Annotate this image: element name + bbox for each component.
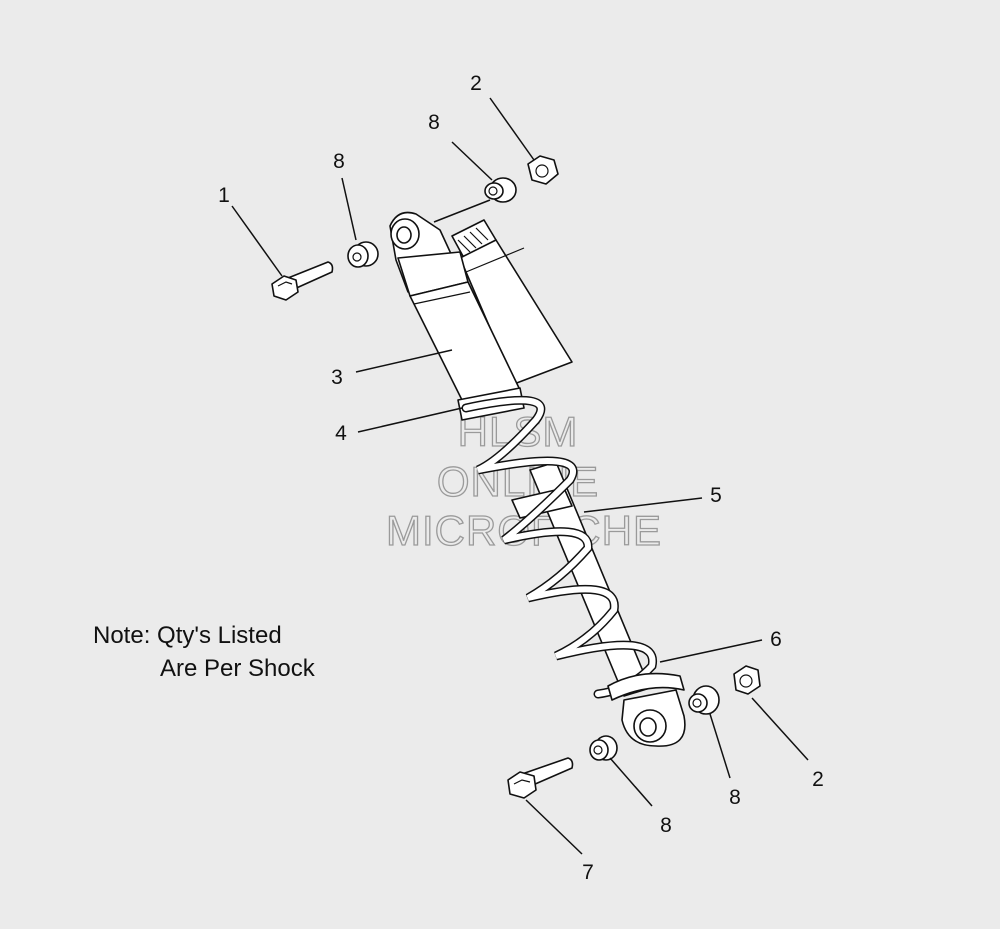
callout-8-top-left[interactable]: 8 [333,150,345,173]
bottom-left-spacer-part[interactable] [589,735,618,761]
callout-8-top-right[interactable]: 8 [428,111,440,134]
callout-2-top[interactable]: 2 [470,72,482,95]
quantity-note: Note: Qty's Listed Are Per Shock [93,622,316,682]
top-right-spacer-part[interactable] [484,177,517,203]
callout-1[interactable]: 1 [218,184,230,207]
top-nut-part[interactable] [527,155,559,185]
callout-4[interactable]: 4 [335,422,347,445]
shock-body-part[interactable] [389,211,573,421]
lower-retainer-part[interactable] [607,672,686,747]
callout-labels: 1 2 2 3 4 5 6 7 8 8 8 8 [218,72,824,884]
note-line-1: Note: Qty's Listed [93,622,282,649]
leader-lines [231,97,809,855]
callout-8-bottom-left[interactable]: 8 [660,814,672,837]
callout-2-bottom[interactable]: 2 [812,768,824,791]
top-left-spacer-part[interactable] [347,241,379,268]
callout-3[interactable]: 3 [331,366,343,389]
callout-5[interactable]: 5 [710,484,722,507]
top-bolt-part[interactable] [271,261,334,301]
note-line-2: Are Per Shock [160,655,316,682]
callout-8-bottom-right[interactable]: 8 [729,786,741,809]
callout-6[interactable]: 6 [770,628,782,651]
bottom-right-spacer-part[interactable] [688,685,720,715]
bottom-bolt-part[interactable] [507,757,574,799]
coil-spring-part[interactable] [461,395,658,699]
bottom-nut-part[interactable] [733,665,761,695]
callout-7[interactable]: 7 [582,861,594,884]
